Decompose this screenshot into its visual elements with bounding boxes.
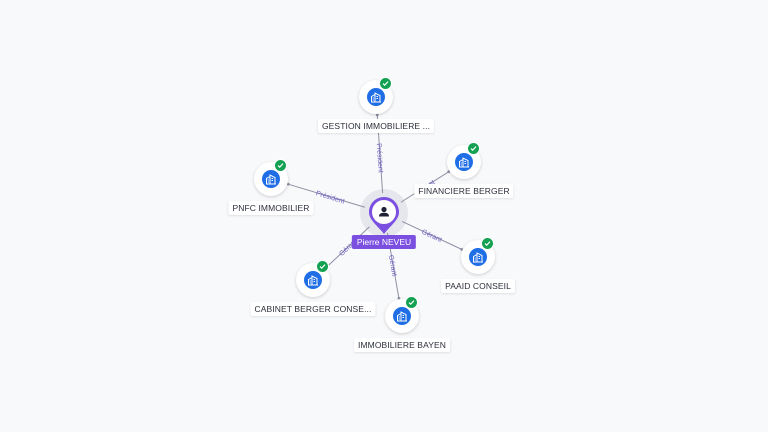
edge-end-marker — [286, 182, 290, 186]
verified-check-icon — [405, 296, 418, 309]
edge-role-label: Président — [375, 143, 384, 173]
company-name-label[interactable]: IMMOBILIERE BAYEN — [354, 338, 450, 352]
company-node-circle[interactable] — [254, 159, 288, 196]
building-icon — [262, 170, 280, 188]
building-icon — [304, 271, 322, 289]
company-node-circle[interactable] — [461, 237, 495, 274]
building-icon — [367, 88, 385, 106]
edge-end-marker — [375, 113, 379, 117]
building-icon — [393, 307, 411, 325]
company-node-circle[interactable] — [359, 77, 393, 114]
company-node-circle[interactable] — [296, 260, 330, 297]
verified-check-icon — [316, 260, 329, 273]
company-name-label[interactable]: PNFC IMMOBILIER — [228, 201, 314, 215]
person-name-label[interactable]: Pierre NEVEU — [351, 235, 417, 249]
edge-role-label: Gérant — [420, 229, 442, 244]
edge-role-label: Gérant — [387, 255, 398, 277]
verified-check-icon — [467, 142, 480, 155]
edge-line — [288, 183, 365, 208]
person-icon[interactable] — [368, 196, 400, 236]
verified-check-icon — [274, 159, 287, 172]
edge-role-label: Président — [315, 190, 345, 205]
verified-check-icon — [379, 77, 392, 90]
company-name-label[interactable]: PAAID CONSEIL — [441, 279, 515, 293]
building-icon — [455, 153, 473, 171]
company-name-label[interactable]: CABINET BERGER CONSE... — [250, 302, 376, 316]
edge-line — [401, 221, 462, 250]
company-name-label[interactable]: GESTION IMMOBILIERE ... — [317, 119, 435, 133]
verified-check-icon — [481, 237, 494, 250]
company-name-label[interactable]: FINANCIERE BERGER — [414, 184, 514, 198]
company-node-circle[interactable] — [385, 296, 419, 333]
company-node-circle[interactable] — [447, 142, 481, 179]
edge-line — [325, 226, 370, 269]
building-icon — [469, 248, 487, 266]
edge-end-marker — [397, 296, 401, 300]
